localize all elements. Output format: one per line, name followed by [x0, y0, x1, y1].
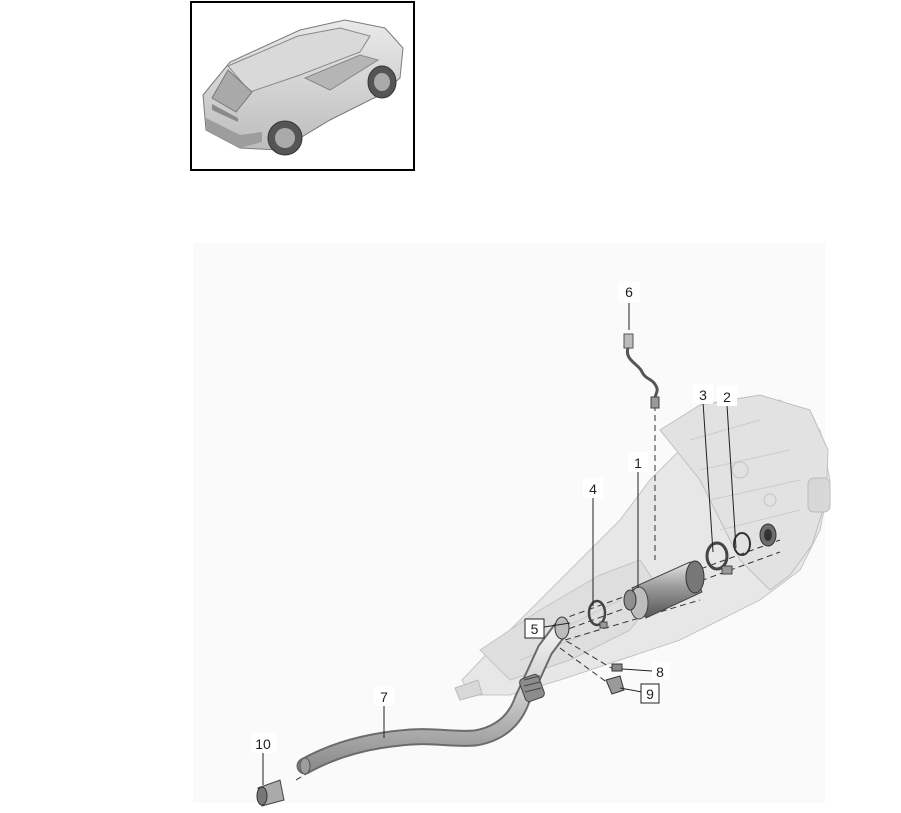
- car-thumbnail-icon: [202, 19, 404, 156]
- car-thumbnail: [190, 1, 415, 171]
- part-7-exhaust-pipe: [296, 616, 570, 775]
- svg-text:4: 4: [589, 481, 597, 497]
- leader-lines: [262, 303, 737, 785]
- assembly-guide-lines: [295, 405, 781, 781]
- callout-7: 7: [374, 686, 394, 706]
- svg-text:7: 7: [380, 689, 388, 705]
- svg-text:2: 2: [723, 389, 731, 405]
- svg-text:1: 1: [634, 455, 642, 471]
- callout-8: 8: [652, 662, 670, 680]
- callout-4: 4: [583, 478, 603, 498]
- callout-3: 3: [693, 384, 713, 404]
- part-4-clamp: [587, 599, 608, 629]
- callout-5: 5: [524, 618, 545, 639]
- callout-2: 2: [717, 386, 737, 406]
- svg-text:10: 10: [255, 736, 271, 752]
- part-2-gasket: [733, 532, 751, 556]
- callout-10: 10: [251, 733, 277, 753]
- part-10-tail-pipe: [256, 779, 285, 807]
- callout-labels: 6 3 2 1 4 5 8 9: [251, 281, 737, 753]
- part-8-fastener: [611, 663, 623, 672]
- svg-text:8: 8: [656, 664, 664, 680]
- svg-text:9: 9: [646, 686, 654, 702]
- svg-text:5: 5: [531, 621, 539, 637]
- svg-text:3: 3: [699, 387, 707, 403]
- svg-text:6: 6: [625, 284, 633, 300]
- engine-transmission-assembly: [454, 394, 831, 701]
- callout-9: 9: [640, 683, 660, 704]
- callout-1: 1: [628, 452, 648, 472]
- callout-6: 6: [618, 281, 640, 303]
- part-6-oxygen-sensor: [623, 333, 660, 409]
- turbo-flange: [759, 523, 777, 547]
- part-3-clamp: [705, 541, 733, 575]
- part-9-bracket: [605, 675, 625, 695]
- part-1-catalytic-converter: [623, 560, 705, 620]
